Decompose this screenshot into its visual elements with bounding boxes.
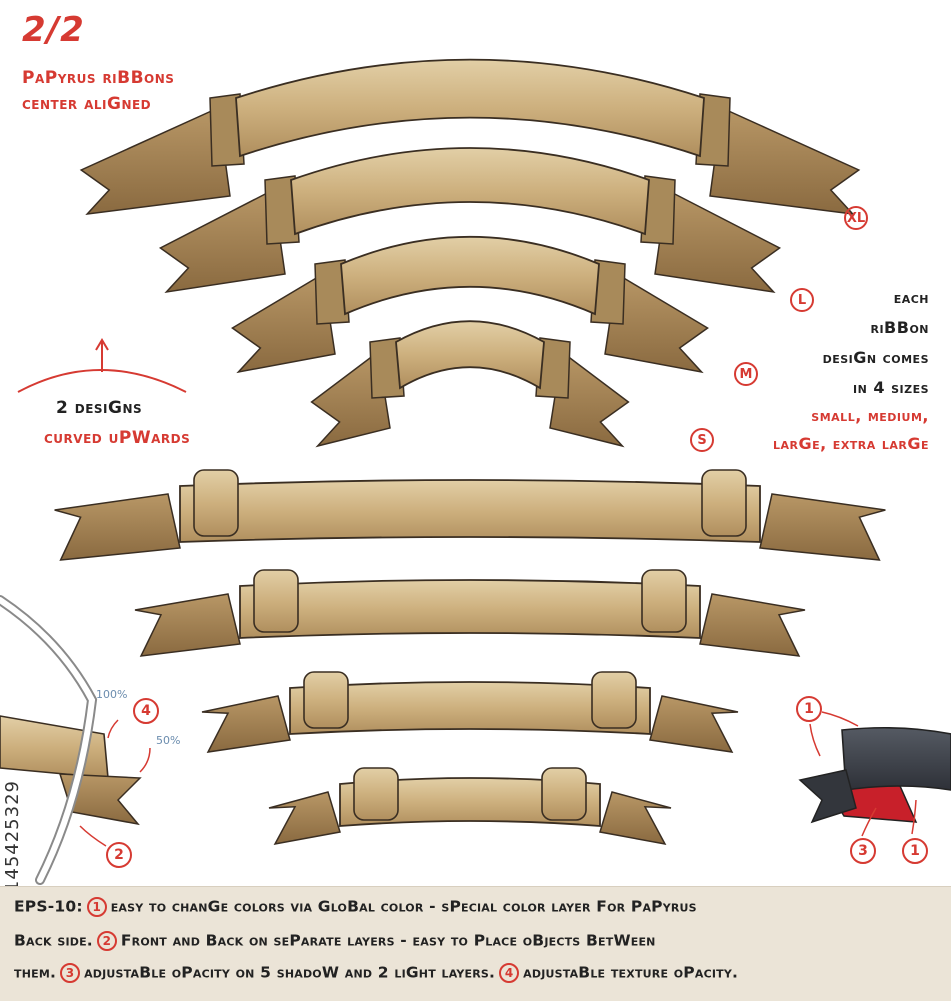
footer-text-3c: adjustaBle texture oPacity. — [523, 963, 739, 982]
ribbon-tail-left — [134, 593, 241, 657]
callout-1-bottom-badge: 1 — [902, 838, 928, 864]
size-s-badge: S — [690, 428, 714, 452]
detail-front-band — [841, 726, 951, 791]
size-m-badge: M — [734, 362, 758, 386]
ribbon-band — [340, 235, 600, 316]
ribbon-fold-left — [264, 175, 300, 245]
footer-callout-4: 4 — [499, 963, 520, 983]
detail-dark-tail — [798, 769, 857, 824]
ribbon-scroll-right — [541, 767, 587, 821]
footer-text-2a: Back side. — [14, 931, 93, 950]
ribbon-tail-left — [54, 493, 181, 561]
callout-arrow-1-bottom — [911, 799, 917, 835]
ribbon-fold-left — [209, 93, 245, 167]
ribbon-band — [179, 479, 761, 543]
ribbon-band — [339, 777, 601, 827]
callout-arrow-50 — [139, 747, 151, 773]
ribbon-tail-right — [709, 106, 861, 215]
opacity-100-label: 100% — [96, 688, 128, 701]
ribbon-tail-right — [599, 791, 672, 846]
ribbon-tail-right — [759, 493, 886, 561]
size-note-line-5: small, medium, — [811, 406, 929, 425]
ribbon-tail-right — [654, 188, 782, 294]
size-note-line-6: larGe, extra larGe — [773, 434, 929, 453]
ribbon-tail-left — [201, 695, 291, 753]
curve-upwards-indicator — [17, 369, 187, 393]
ribbon-fold-right — [535, 337, 571, 399]
straight-ribbon-s — [268, 767, 672, 846]
ribbon-tail-right — [699, 593, 806, 657]
ribbon-band — [239, 579, 701, 639]
ribbon-scroll-right — [591, 671, 637, 729]
callout-3-badge: 3 — [850, 838, 876, 864]
footer-lead: EPS-10: — [14, 897, 83, 916]
ribbon-tail-right — [649, 695, 739, 753]
ribbon-tail-left — [158, 188, 286, 294]
curved-ribbon-xl — [79, 58, 861, 215]
ribbon-scroll-left — [253, 569, 299, 633]
ribbon-tail-left — [79, 106, 231, 215]
footer-callout-2: 2 — [96, 931, 117, 951]
footer-text-3a: them. — [14, 963, 57, 982]
ribbon-tail-left — [310, 350, 391, 448]
footer-text-2b: Front and Back on seParate layers - easy… — [120, 931, 656, 950]
straight-ribbon-m — [201, 671, 739, 753]
curved-ribbon-l — [158, 147, 782, 294]
size-xl-badge: XL — [844, 206, 868, 230]
callout-2-badge: 2 — [106, 842, 132, 868]
callout-1-top-badge: 1 — [796, 696, 822, 722]
curved-ribbon-s — [310, 320, 630, 448]
ribbon-fold-left — [369, 337, 405, 399]
callout-arrow-4 — [107, 719, 119, 739]
callout-arrow-1-side — [809, 723, 821, 757]
up-arrow-head-icon — [95, 338, 109, 351]
ribbon-scroll-right — [641, 569, 687, 633]
callout-arrow-3 — [861, 807, 877, 837]
ribbon-fold-right — [640, 175, 676, 245]
ribbon-tail-right — [549, 350, 630, 448]
opacity-50-label: 50% — [156, 734, 181, 747]
size-l-badge: L — [790, 288, 814, 312]
footer-text-1: easy to chanGe colors via GloBal color -… — [110, 897, 697, 916]
ribbon-band — [289, 681, 651, 735]
footer-callout-3: 3 — [60, 963, 81, 983]
ribbon-band — [235, 58, 705, 158]
ribbon-scroll-right — [701, 469, 747, 537]
straight-ribbon-l — [134, 569, 806, 657]
size-note-line-3: desiGn comes — [822, 348, 929, 367]
ribbon-band — [395, 320, 545, 390]
ribbon-tail-left — [231, 272, 336, 374]
footer-text-3b: adjustaBle oPacity on 5 shadoW and 2 liG… — [84, 963, 496, 982]
ribbon-fold-right — [590, 259, 626, 325]
designs-note-line-1: 2 desiGns — [56, 398, 143, 418]
curved-ribbon-m — [231, 235, 709, 374]
designs-note-line-2: curved uPWards — [44, 428, 191, 448]
size-note-line-2: riBBon — [870, 318, 929, 337]
ribbon-fold-left — [314, 259, 350, 325]
size-note-line-1: each — [893, 288, 929, 307]
ribbon-band — [290, 147, 650, 236]
callout-4-badge: 4 — [133, 698, 159, 724]
ribbon-scroll-left — [303, 671, 349, 729]
callout-arrow-1-top — [821, 711, 859, 727]
ribbon-fold-right — [695, 93, 731, 167]
ribbon-scroll-left — [193, 469, 239, 537]
header-line-2: center aliGned — [22, 94, 152, 114]
straight-ribbon-xl — [54, 469, 886, 561]
callout-arrow-2 — [79, 825, 107, 847]
page-label: 2/2 — [22, 10, 85, 50]
ribbon-tail-left — [268, 791, 341, 846]
detail-dark-ribbon-right — [798, 726, 951, 824]
size-note-line-4: in 4 sizes — [853, 378, 929, 397]
footer-callout-1: 1 — [86, 897, 107, 917]
header-line-1: PaPyrus riBBons — [22, 68, 175, 88]
ribbon-scroll-left — [353, 767, 399, 821]
ribbon-tail-right — [604, 272, 709, 374]
